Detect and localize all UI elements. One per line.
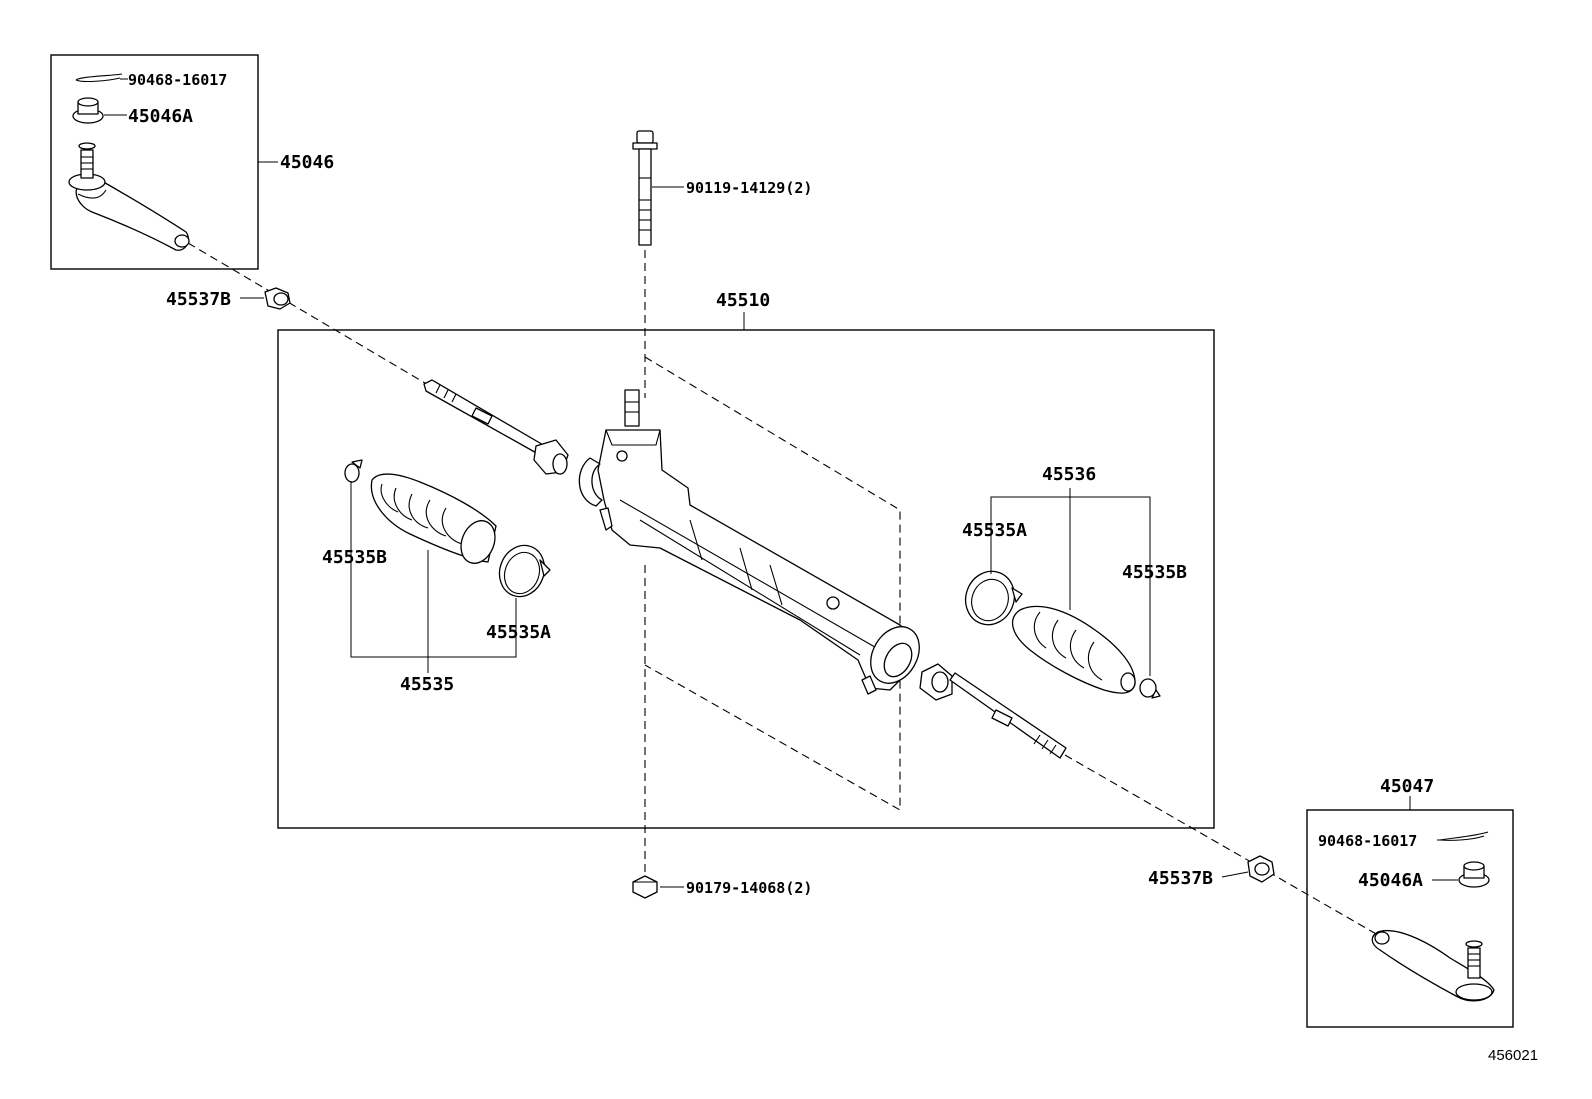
nut-lh-icon [72,97,104,124]
boot-lh-icon [370,473,497,564]
label-boot-clamp-a-lh: 45535A [486,622,551,643]
label-boot-set-lh: 45535 [400,674,454,695]
tie-rod-end-rh-icon [1371,930,1495,1002]
steering-gear-housing-icon [578,389,920,695]
label-tie-rod-end-rh: 45047 [1380,776,1434,797]
inner-tie-rod-lh-icon [423,379,569,475]
label-cotter-pin-rh: 90468-16017 [1318,832,1417,850]
nut-rh-icon [1458,861,1490,888]
boot-clamp-a-lh-icon [498,544,551,598]
lock-nut-lh-icon [264,287,291,310]
diagram-reference-code: 456021 [1488,1047,1538,1064]
cotter-pin-rh-icon [1439,831,1489,841]
leader-lines [104,78,1458,888]
tie-rod-end-lh-icon [68,142,190,251]
inner-tie-rod-rh-icon [919,663,1067,759]
label-nut-lh: 45046A [128,106,193,127]
bottom-nut-icon [632,875,658,899]
label-nut-rh: 45046A [1358,870,1423,891]
boot-clamp-b-lh-icon [344,459,363,483]
label-lock-nut-rh: 45537B [1148,868,1213,889]
bolt-icon [632,130,658,246]
label-gear-assembly: 45510 [716,290,770,311]
label-boot-clamp-b-lh: 45535B [322,547,387,568]
label-nut-bottom: 90179-14068(2) [686,879,812,897]
boot-clamp-b-rh-icon [1139,678,1161,699]
label-boot-clamp-b-rh: 45535B [1122,562,1187,583]
label-bolt: 90119-14129(2) [686,179,812,197]
boot-rh-icon [1011,605,1136,694]
boot-clamp-a-rh-icon [964,570,1023,626]
cotter-pin-lh-icon [75,73,123,83]
lock-nut-rh-icon [1247,855,1275,883]
label-tie-rod-end-lh: 45046 [280,152,334,173]
label-cotter-pin-lh: 90468-16017 [128,71,227,89]
label-lock-nut-lh: 45537B [166,289,231,310]
label-boot-set-rh: 45536 [1042,464,1096,485]
gear-assembly-group-box [277,329,1215,829]
label-boot-clamp-a-rh: 45535A [962,520,1027,541]
